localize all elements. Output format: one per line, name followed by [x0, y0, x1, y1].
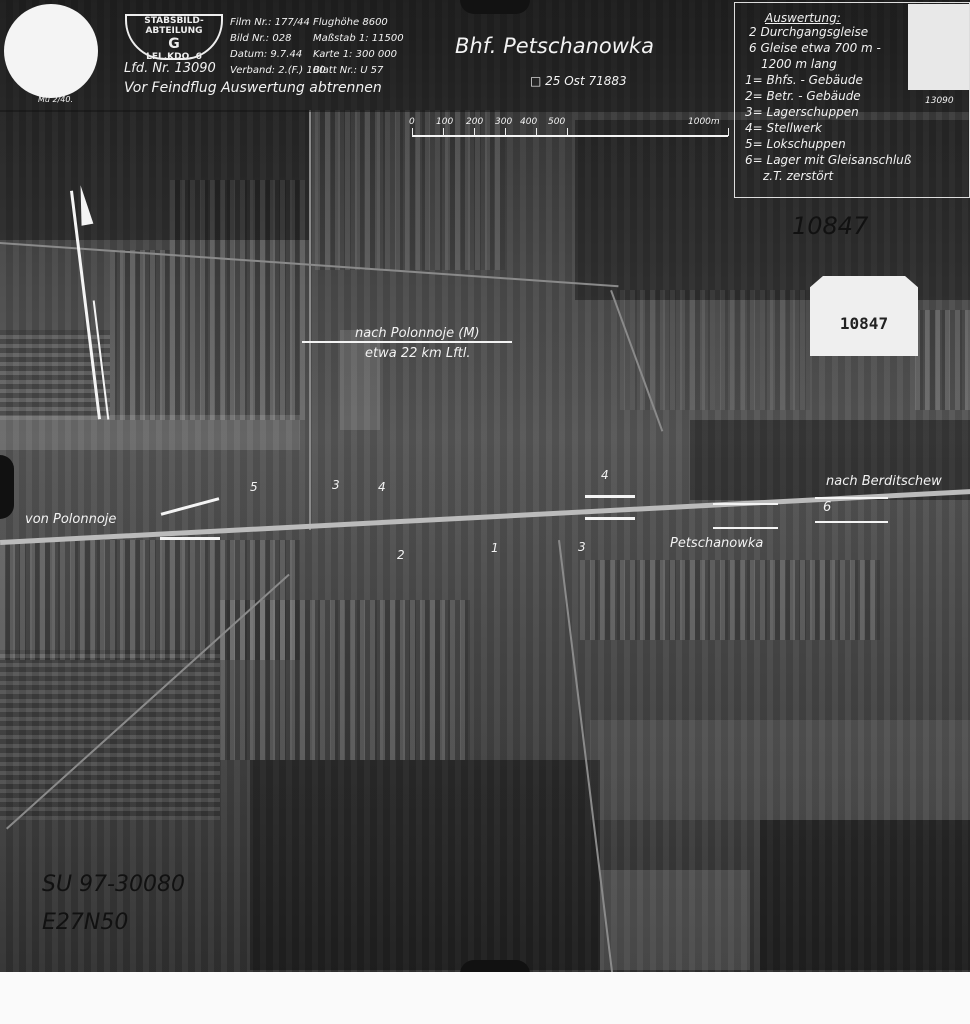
legend-line: 1200 m lang [761, 57, 837, 71]
bracket [585, 495, 635, 498]
marker: 4 [378, 480, 386, 494]
handwritten-number: 10847 [792, 212, 869, 240]
field [590, 720, 970, 820]
paper-tag: 10847 [810, 276, 918, 356]
field [690, 420, 970, 500]
scale-label: 400 [520, 117, 538, 127]
lfd-nr: Lfd. Nr. 13090 [124, 61, 216, 76]
legend-line: 5= Lokschuppen [745, 137, 846, 151]
bild-nr: Bild Nr.: 028 [230, 33, 292, 44]
legend-title: Auswertung: [765, 11, 841, 25]
village-petschanowka [580, 560, 880, 640]
film-notch [0, 455, 14, 519]
field [620, 290, 810, 410]
map-title: Bhf. Petschanowka [455, 34, 654, 58]
punch-hole [4, 4, 98, 98]
verband: Verband: 2.(F.) 100 [230, 65, 326, 76]
legend-line: 4= Stellwerk [745, 121, 822, 135]
archive-code: SU 97-30080 [42, 872, 185, 897]
field [0, 110, 310, 240]
aerial-photo [0, 0, 970, 972]
field [220, 600, 470, 760]
blatt: Blatt Nr.: U 57 [313, 65, 384, 76]
reference-number: 13090 [925, 96, 954, 106]
scale-label: 300 [495, 117, 513, 127]
print-margin [0, 972, 970, 1024]
field [170, 180, 305, 250]
village-north [315, 110, 505, 270]
bracket [585, 517, 635, 520]
legend-line: 2 Durchgangsgleise [749, 25, 869, 39]
legend-line: 6 Gleise etwa 700 m - [749, 41, 881, 55]
marker: 2 [397, 548, 405, 562]
bracket [815, 521, 888, 523]
field [600, 870, 750, 970]
legend-line: z.T. zerstört [763, 169, 834, 183]
field [250, 760, 600, 970]
scale-label: 0 [409, 117, 415, 127]
field [0, 540, 300, 660]
legend-line: 6= Lager mit Gleisanschluß [745, 153, 912, 167]
grid-code: E27N50 [42, 910, 129, 935]
grid-reference: □ 25 Ost 71883 [530, 74, 627, 88]
legend-line: 3= Lagerschuppen [745, 105, 859, 119]
stamp-bottom: LFL.KDO. 6 [146, 52, 202, 62]
label-distance: etwa 22 km Lftl. [365, 346, 471, 361]
karte: Karte 1: 300 000 [313, 49, 397, 60]
tag-number: 10847 [839, 314, 889, 333]
unit-stamp: STABSBILD-ABTEILUNG G LFL.KDO. 6 [125, 14, 223, 62]
road [309, 110, 311, 530]
label-von-polonnoje: von Polonnoje [25, 512, 117, 527]
film-notch [460, 960, 530, 972]
label-nach-polonnoje: nach Polonnoje (M) [355, 326, 480, 341]
scale-label: 500 [548, 117, 566, 127]
marker: 4 [601, 468, 609, 482]
marker: 3 [578, 540, 586, 554]
bracket [713, 527, 778, 529]
film-nr: Film Nr.: 177/44 [230, 17, 310, 28]
direction-line [302, 341, 512, 343]
header-note: Vor Feindflug Auswertung abtrennen [124, 80, 382, 96]
stamp-mid: G [168, 36, 180, 52]
stamp-top: STABSBILD-ABTEILUNG [144, 16, 204, 36]
label-nach-berditschew: nach Berditschew [826, 474, 942, 489]
field [340, 330, 380, 430]
corner-mark: Mü 2/40. [38, 95, 74, 104]
grid-ref-value: 25 Ost 71883 [545, 74, 627, 88]
label-town: Petschanowka [670, 536, 764, 551]
corner-card [908, 4, 970, 90]
marker: 3 [332, 478, 340, 492]
flughoehe: Flughöhe 8600 [313, 17, 388, 28]
massstab: Maßstab 1: 11500 [313, 33, 404, 44]
bracket [713, 503, 778, 505]
legend-line: 2= Betr. - Gebäude [745, 89, 861, 103]
scale-label: 1000m [688, 117, 720, 127]
marker: 6 [823, 500, 832, 515]
bracket [815, 497, 888, 499]
field [575, 120, 970, 300]
stream-valley [0, 415, 300, 450]
field [110, 250, 305, 420]
field [760, 820, 970, 970]
datum: Datum: 9.7.44 [230, 49, 303, 60]
bracket [160, 537, 220, 540]
scale-label: 100 [436, 117, 454, 127]
legend-line: 1= Bhfs. - Gebäude [745, 73, 863, 87]
scale-label: 200 [466, 117, 484, 127]
field [915, 310, 970, 410]
marker: 5 [250, 480, 258, 494]
marker: 1 [491, 541, 499, 555]
